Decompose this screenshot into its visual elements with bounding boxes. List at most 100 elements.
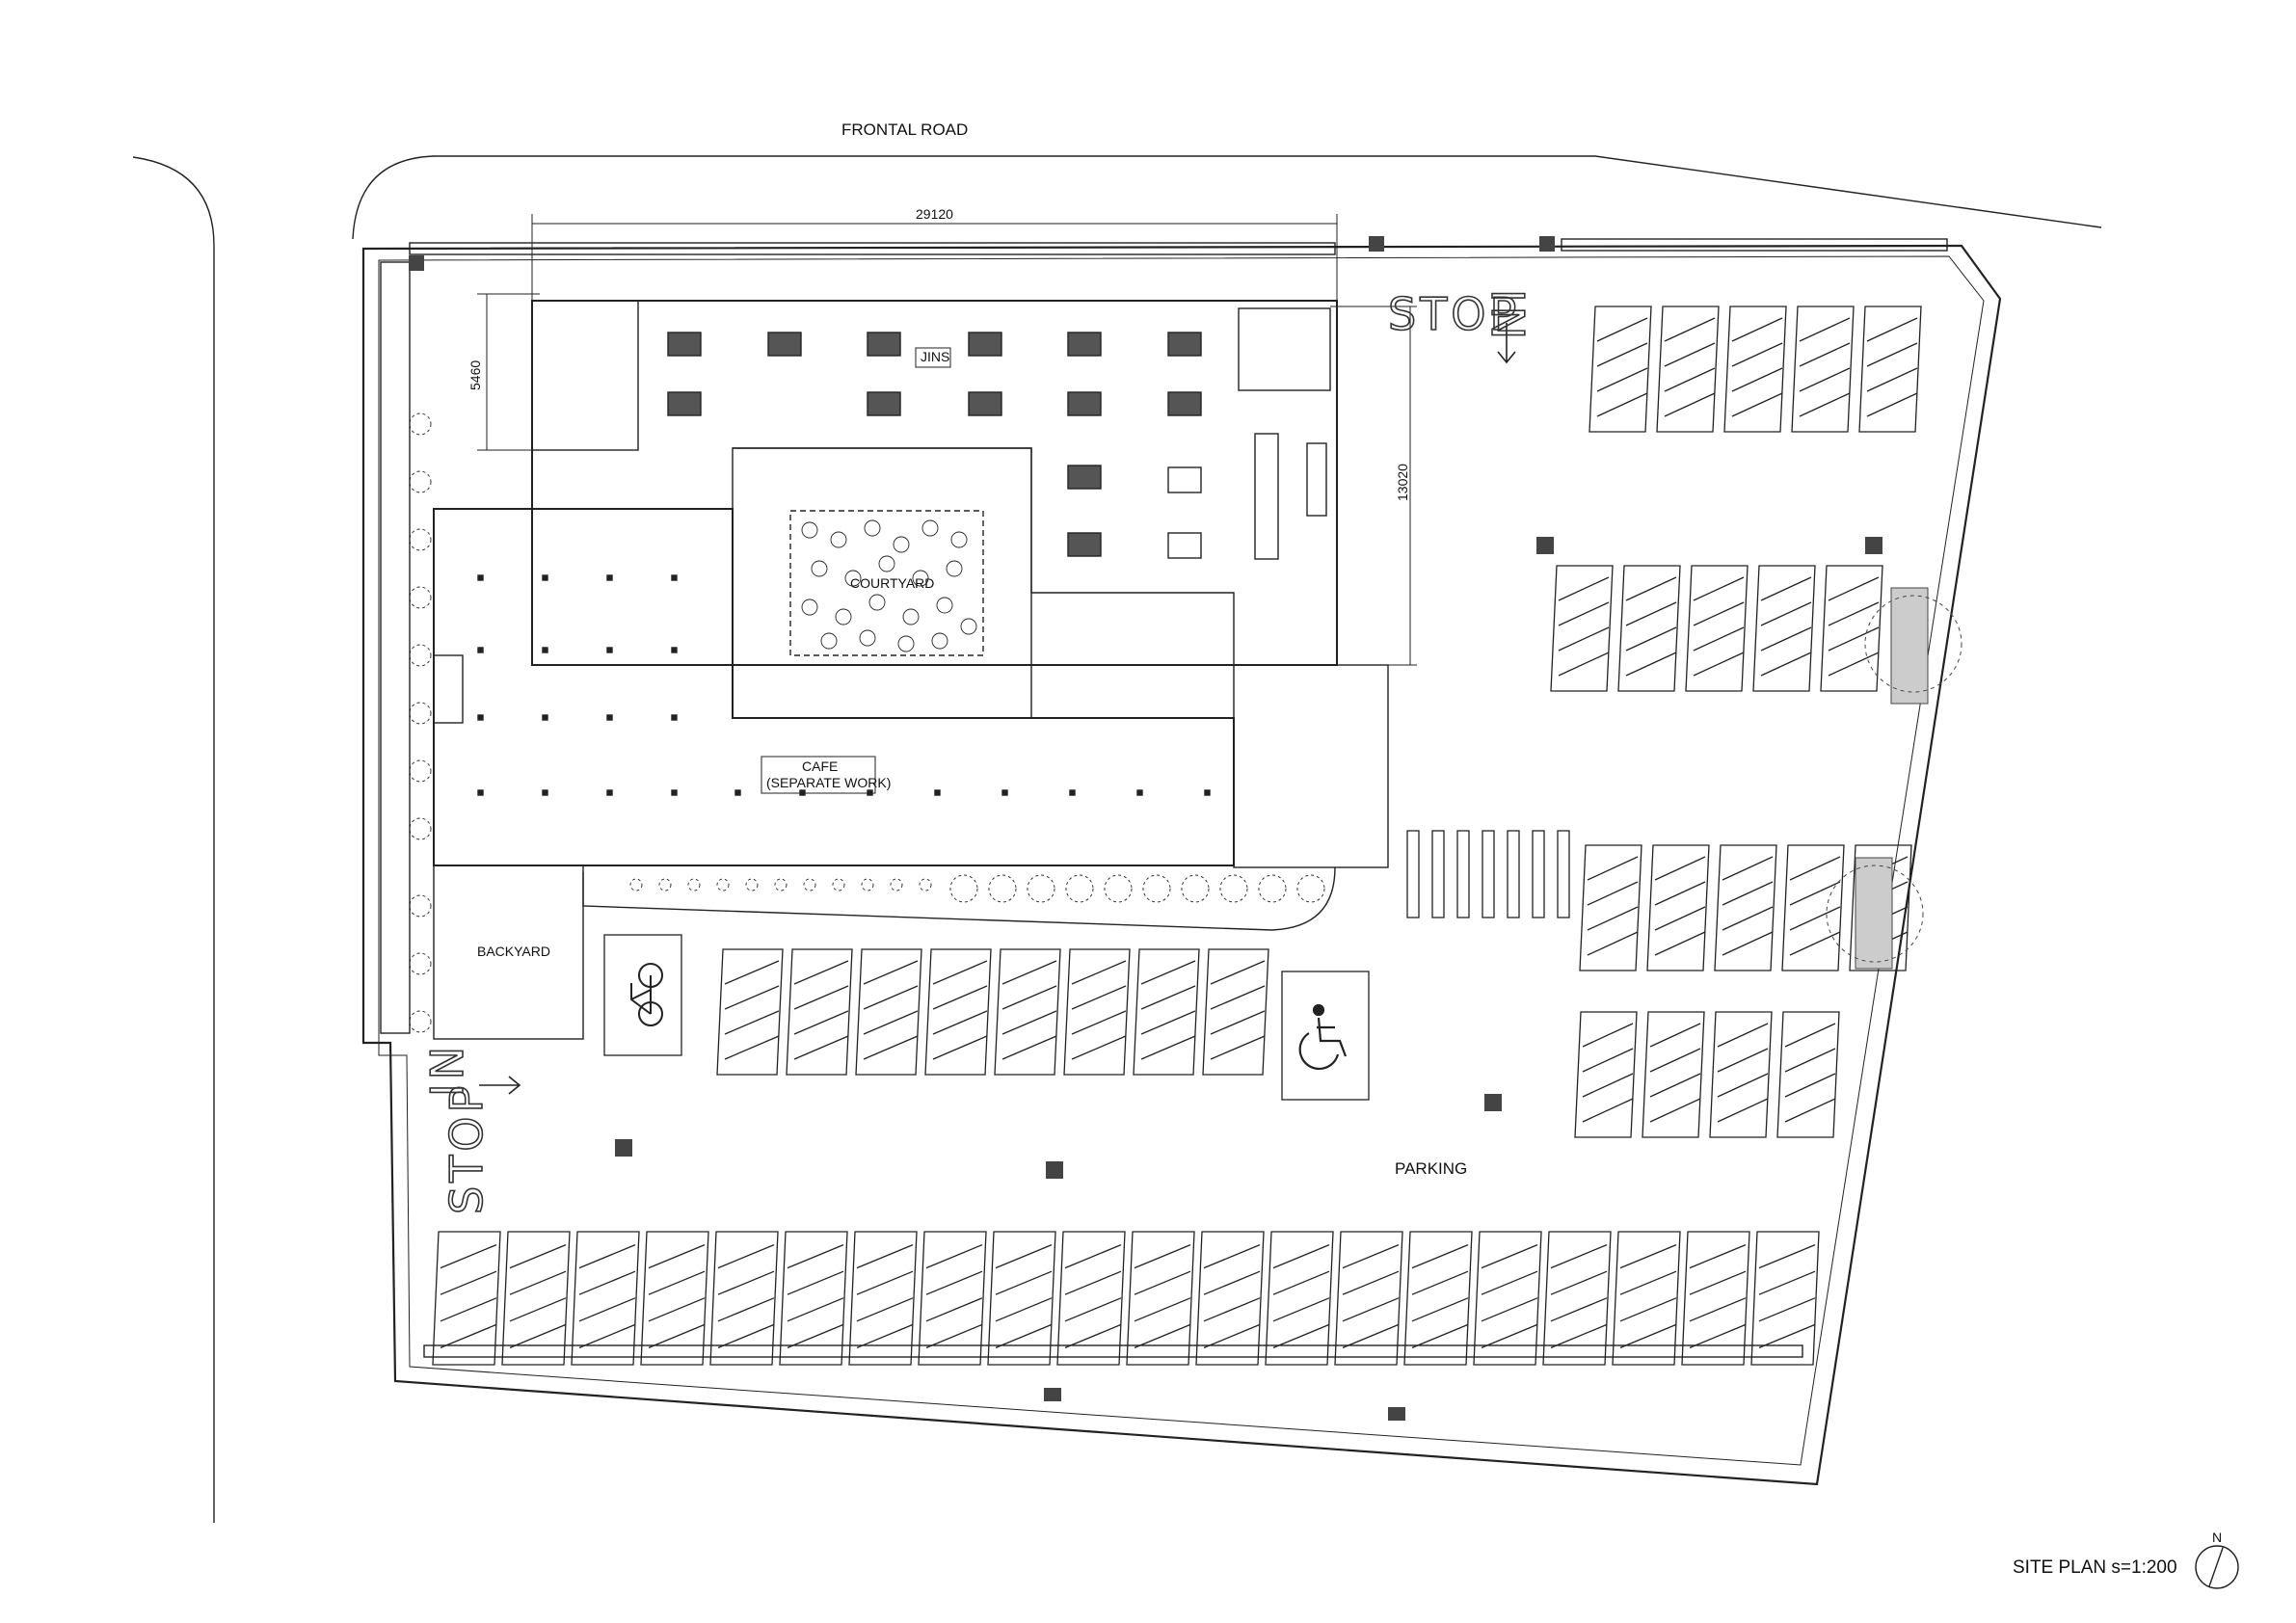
shop-label: JINS <box>921 349 949 364</box>
stall-hatch <box>724 960 780 985</box>
stall-hatch <box>1789 881 1841 906</box>
parking-stall <box>786 948 853 1076</box>
stall-hatch <box>932 1010 988 1035</box>
stall-hatch <box>1654 856 1706 881</box>
stop-marking-north: STOP <box>1388 288 1520 340</box>
parking-stall <box>1849 844 1912 971</box>
parking-stall <box>709 1231 779 1366</box>
stall-hatch <box>1342 1323 1400 1349</box>
stall-hatch <box>1411 1243 1469 1269</box>
cafe-entry-porch <box>433 654 464 724</box>
stall-hatch <box>1664 392 1716 417</box>
backyard-label: BACKYARD <box>477 944 550 959</box>
site-boundary-inner <box>378 255 1985 1466</box>
planter-strip-north-east <box>1561 238 1948 252</box>
parking-stall <box>779 1231 848 1366</box>
stall-hatch <box>1071 1010 1127 1035</box>
arrow-down-icon <box>1497 323 1516 364</box>
stall-hatch <box>1071 960 1127 985</box>
dimension-right: 13020 <box>1395 464 1410 501</box>
bicycle-parking-box <box>603 934 682 1056</box>
stall-hatch <box>787 1243 844 1269</box>
stall-hatch <box>578 1243 636 1269</box>
stall-hatch <box>1001 985 1057 1010</box>
stall-hatch <box>1664 342 1716 367</box>
stall-hatch <box>1828 576 1880 601</box>
stall-hatch <box>440 1243 497 1269</box>
parking-stall <box>432 1231 501 1366</box>
parking-stall <box>994 948 1061 1076</box>
north-arrow-icon: N <box>2195 1530 2239 1589</box>
walkway <box>1233 664 1389 868</box>
stall-hatch <box>793 1035 849 1060</box>
stall-hatch <box>1587 906 1639 931</box>
stall-hatch <box>1619 1297 1677 1322</box>
stall-hatch <box>578 1270 636 1295</box>
stall-hatch <box>1693 576 1745 601</box>
stall-hatch <box>578 1297 636 1322</box>
stall-hatch <box>1722 906 1774 931</box>
courtyard-tree-group <box>801 519 977 652</box>
parking-stall <box>1265 1231 1334 1366</box>
stall-hatch <box>1758 1270 1816 1295</box>
stall-hatch <box>1619 1323 1677 1349</box>
stall-hatch <box>648 1243 706 1269</box>
stall-hatch <box>1866 317 1918 342</box>
crosswalk <box>1406 830 1570 918</box>
planter-strip-west <box>380 261 411 1034</box>
stall-hatch <box>1587 881 1639 906</box>
stall-hatch <box>1760 601 1812 626</box>
parking-stall <box>1473 1231 1542 1366</box>
stall-hatch <box>925 1270 983 1295</box>
parking-stall <box>1063 948 1131 1076</box>
stall-hatch <box>856 1243 914 1269</box>
site-plan-caption: SITE PLAN s=1:200 <box>2013 1557 2177 1578</box>
stall-hatch <box>1866 342 1918 367</box>
parking-stall <box>1642 1011 1705 1138</box>
dimension-lines <box>477 214 1417 666</box>
tree-canopy-east-1 <box>1864 595 1962 693</box>
parking-stall <box>1133 948 1200 1076</box>
parking-stall <box>1781 844 1845 971</box>
stall-hatch <box>1784 1098 1836 1123</box>
stall-hatch <box>1717 1023 1769 1048</box>
stall-hatch <box>1272 1243 1330 1269</box>
cafe-label-box <box>761 756 876 794</box>
stall-hatch <box>1828 652 1880 677</box>
bicycle-icon <box>630 963 663 1026</box>
stall-hatch <box>1558 652 1610 677</box>
parking-stall <box>1403 1231 1473 1366</box>
stall-hatch <box>1411 1323 1469 1349</box>
stall-hatch <box>1140 1035 1196 1060</box>
north-label: N <box>2212 1530 2222 1545</box>
parking-stall-group <box>432 306 1922 1366</box>
parking-stall <box>501 1231 571 1366</box>
stall-hatch <box>440 1323 497 1349</box>
stall-hatch <box>1272 1297 1330 1322</box>
stall-hatch <box>1722 931 1774 956</box>
stall-hatch <box>1587 856 1639 881</box>
display-table-group <box>667 332 1202 557</box>
parking-stall <box>848 1231 918 1366</box>
stall-hatch <box>1731 342 1783 367</box>
stall-hatch <box>1689 1297 1747 1322</box>
stall-hatch <box>1550 1243 1608 1269</box>
dimension-left: 5460 <box>467 360 483 390</box>
stall-hatch <box>1134 1297 1191 1322</box>
stall-hatch <box>1760 652 1812 677</box>
stall-hatch <box>1789 906 1841 931</box>
stall-hatch <box>1722 881 1774 906</box>
stall-hatch <box>1828 626 1880 652</box>
site-boundary <box>361 244 2002 1486</box>
cafe-label: CAFE <box>802 758 838 774</box>
stall-hatch <box>717 1270 775 1295</box>
stall-hatch <box>856 1270 914 1295</box>
stall-hatch <box>1134 1323 1191 1349</box>
stall-hatch <box>1649 1048 1701 1073</box>
stall-hatch <box>440 1270 497 1295</box>
jins-building <box>531 300 1338 666</box>
planting-zone-east-1 <box>1890 587 1929 705</box>
stall-hatch <box>1693 652 1745 677</box>
stall-hatch <box>1071 1035 1127 1060</box>
stall-hatch <box>1731 392 1783 417</box>
